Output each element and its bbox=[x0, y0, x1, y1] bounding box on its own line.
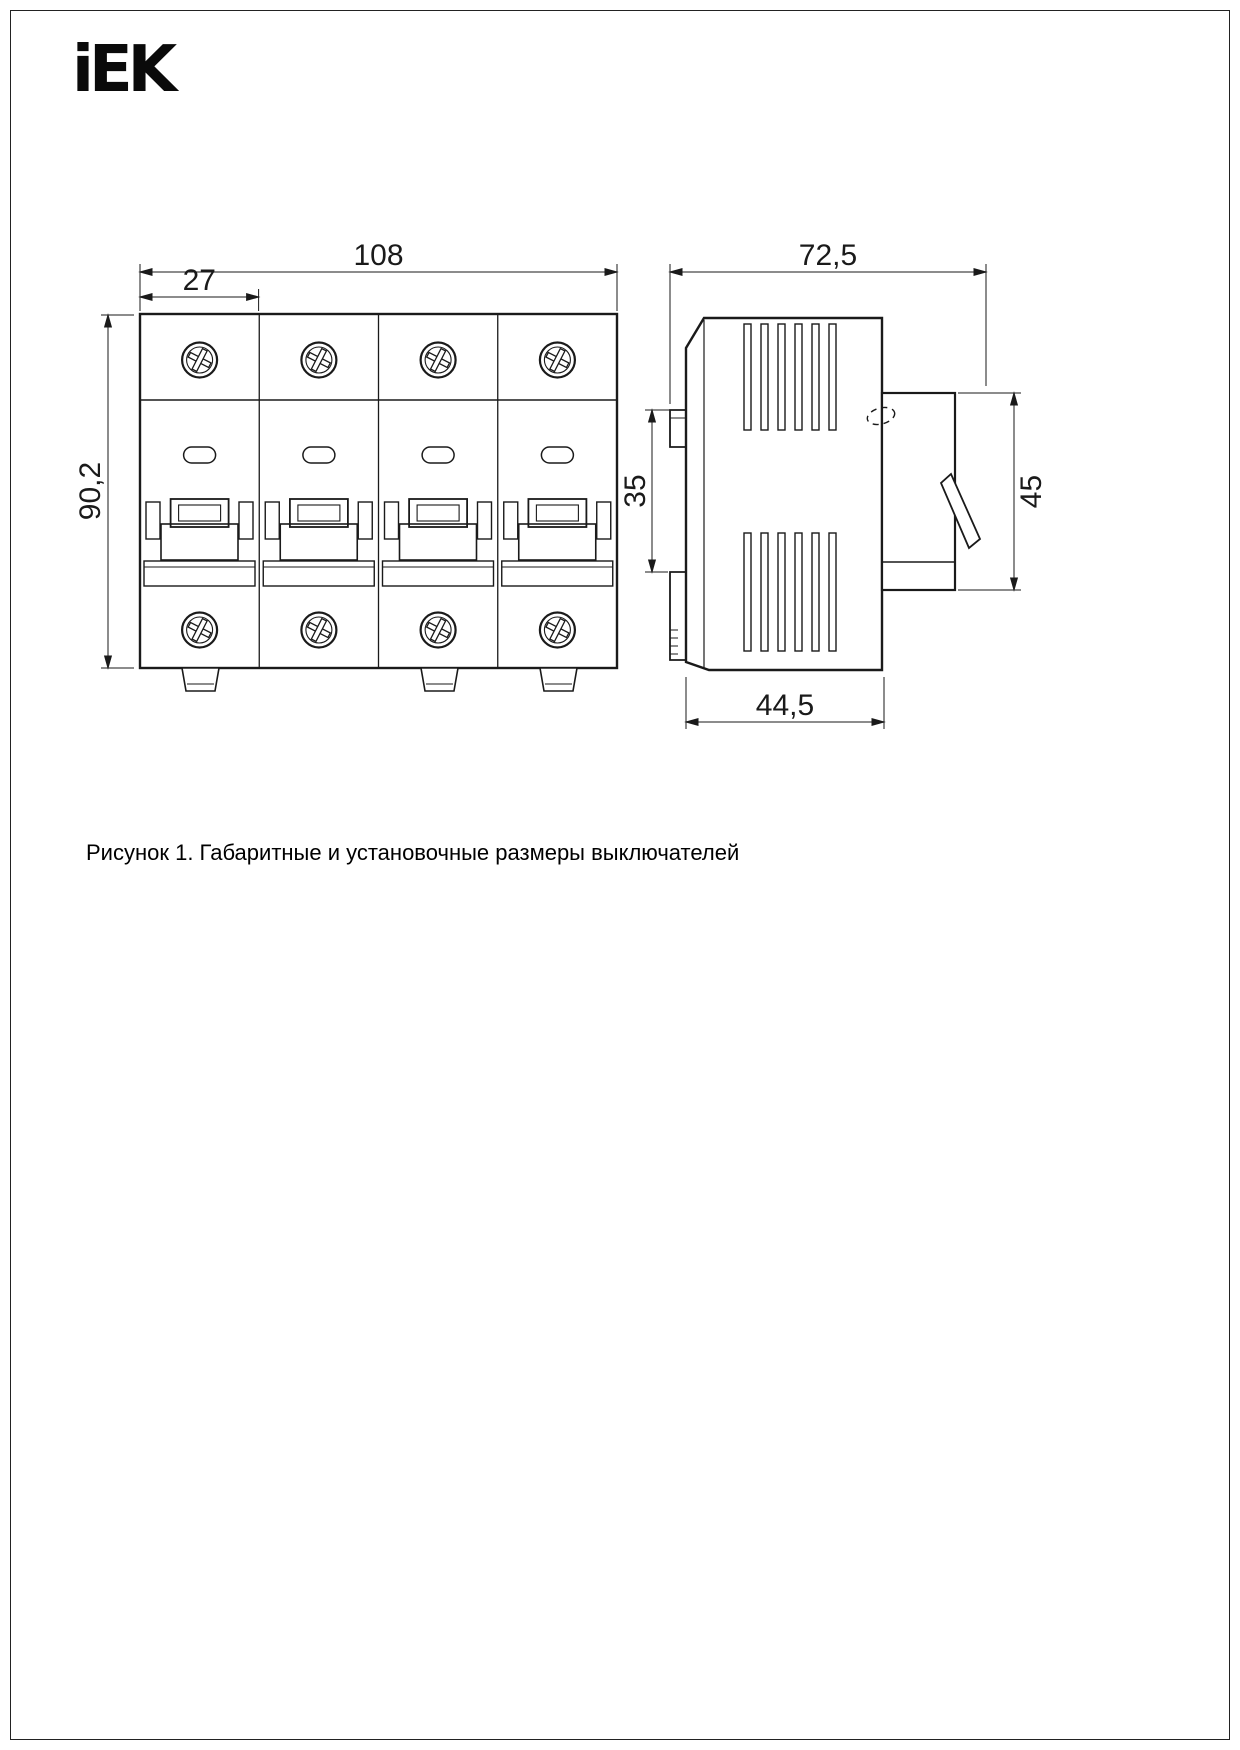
module-dividers bbox=[258, 314, 499, 668]
front-dimensions: 108 27 90,2 bbox=[74, 239, 619, 670]
dim-body-depth: 44,5 bbox=[684, 689, 886, 727]
din-top-hook bbox=[669, 409, 686, 448]
side-front-block bbox=[880, 391, 957, 592]
indicator-windows bbox=[182, 446, 575, 464]
dim-module-width: 27 bbox=[138, 264, 261, 302]
dim-body-depth-label: 44,5 bbox=[756, 689, 814, 722]
toggle-module-3 bbox=[383, 498, 493, 561]
bottom-mounting-tabs bbox=[181, 667, 578, 692]
dim-overall-height-label: 90,2 bbox=[74, 462, 107, 520]
vent-slots-bottom bbox=[743, 532, 837, 652]
vent-slots-top bbox=[743, 323, 837, 431]
toggle-module-4 bbox=[503, 498, 612, 561]
brand-logo: iEK bbox=[72, 33, 177, 107]
din-bottom-clip bbox=[669, 571, 686, 661]
dim-overall-height: 90,2 bbox=[74, 313, 113, 670]
front-view bbox=[138, 312, 619, 692]
figure-caption: Рисунок 1. Габаритные и установочные раз… bbox=[86, 840, 740, 865]
label-strips bbox=[143, 560, 614, 587]
side-view bbox=[669, 316, 982, 672]
toggle-module-2 bbox=[264, 498, 373, 561]
dim-din-offset: 35 bbox=[619, 408, 657, 574]
dim-din-offset-label: 35 bbox=[619, 474, 652, 507]
dim-overall-width-label: 108 bbox=[353, 239, 403, 272]
side-body-outline bbox=[684, 316, 884, 672]
dim-overall-width: 108 bbox=[138, 239, 619, 277]
toggle-module-1 bbox=[145, 498, 254, 561]
dim-front-height: 45 bbox=[1009, 391, 1048, 592]
technical-drawing: 108 27 90,2 bbox=[74, 239, 1048, 729]
hidden-hole bbox=[866, 406, 896, 426]
side-dimensions: 72,5 35 45 44,5 bbox=[619, 239, 1048, 729]
dim-overall-depth-label: 72,5 bbox=[799, 239, 857, 272]
dim-overall-depth: 72,5 bbox=[668, 239, 988, 277]
dim-front-height-label: 45 bbox=[1015, 475, 1048, 508]
dim-module-width-label: 27 bbox=[183, 264, 216, 297]
side-toggle-lever bbox=[939, 472, 982, 550]
